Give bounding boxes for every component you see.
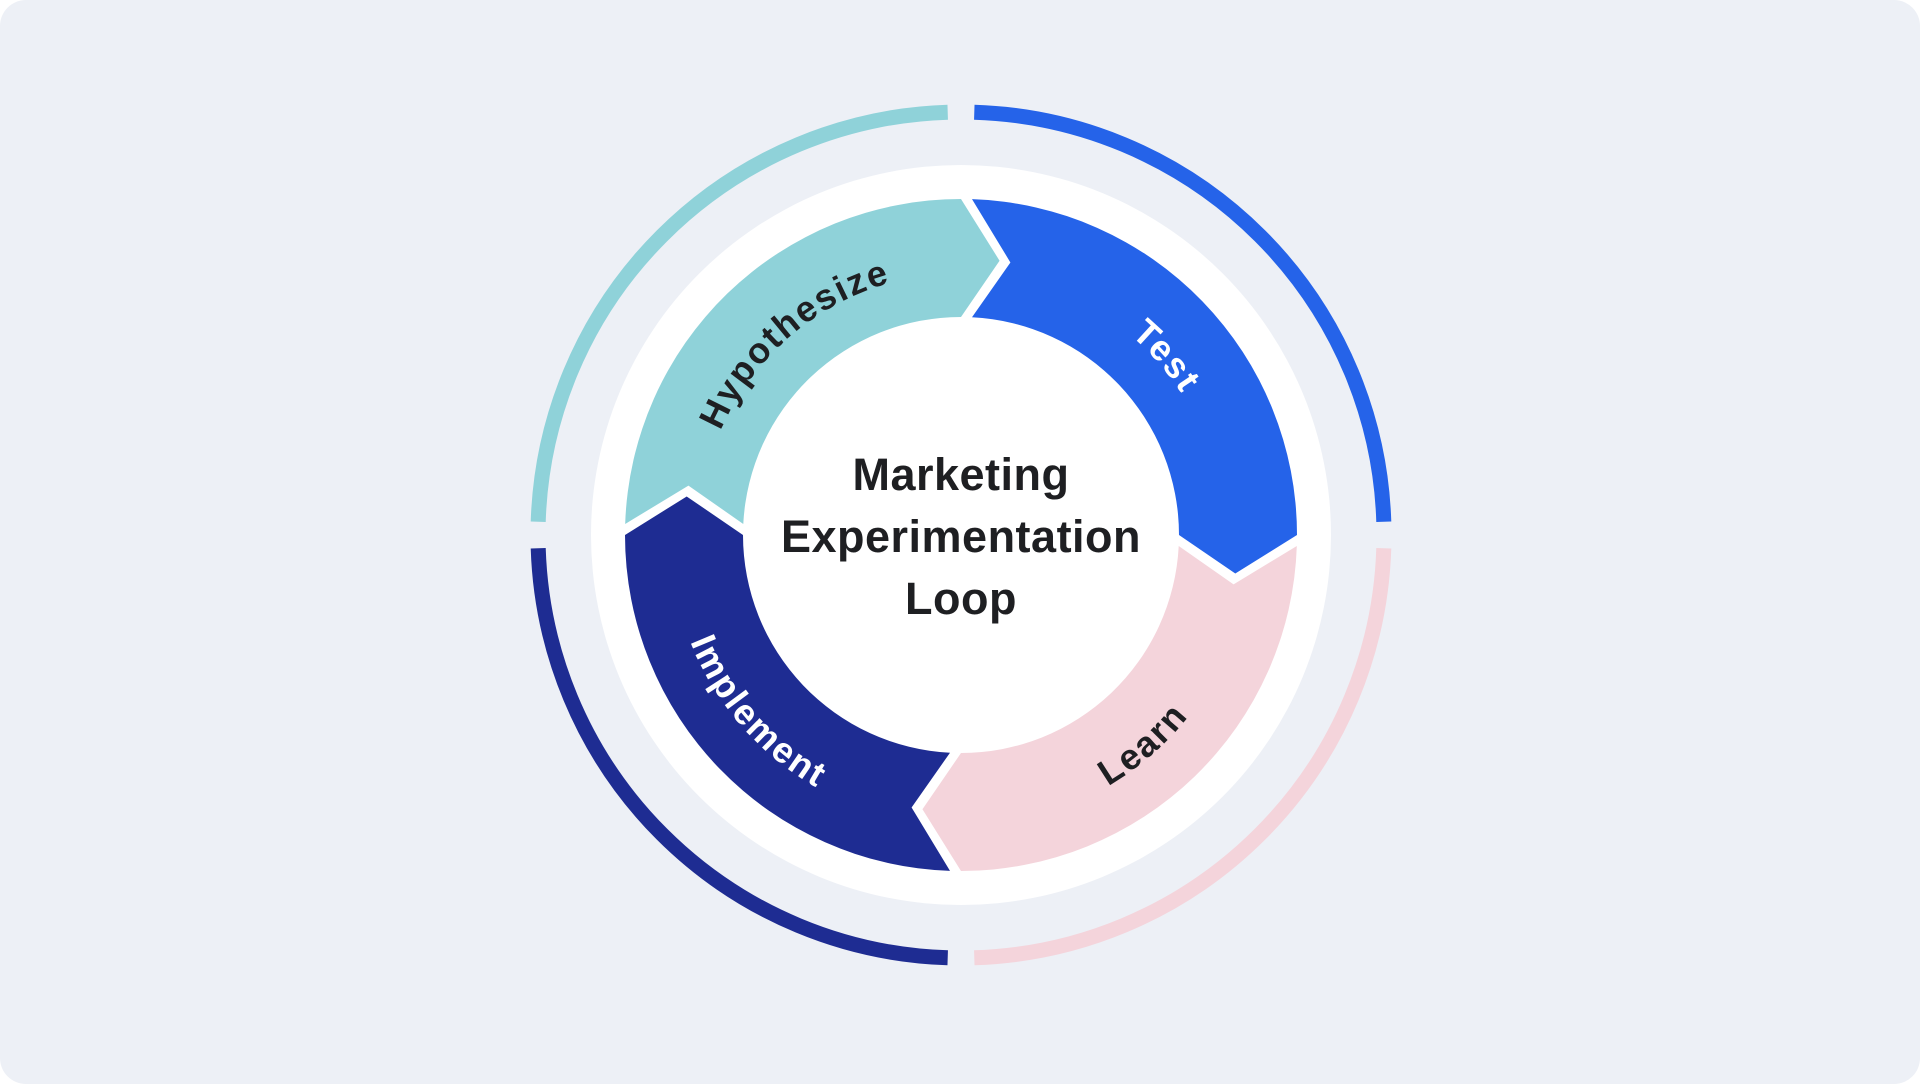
outer-arc-hypothesize xyxy=(530,104,948,522)
diagram-title: Marketing Experimentation Loop xyxy=(781,449,1141,624)
outer-arc-implement xyxy=(530,548,948,966)
title-line-3: Loop xyxy=(905,573,1017,624)
title-line-2: Experimentation xyxy=(781,511,1141,562)
segment-implement xyxy=(625,496,950,871)
outer-dashed-ring xyxy=(530,104,1392,966)
title-line-1: Marketing xyxy=(852,449,1069,500)
segment-test xyxy=(972,199,1297,574)
segment-hypothesize xyxy=(625,199,1000,524)
outer-arc-learn xyxy=(974,548,1392,966)
segment-learn xyxy=(922,546,1297,871)
outer-arc-test xyxy=(974,104,1392,522)
